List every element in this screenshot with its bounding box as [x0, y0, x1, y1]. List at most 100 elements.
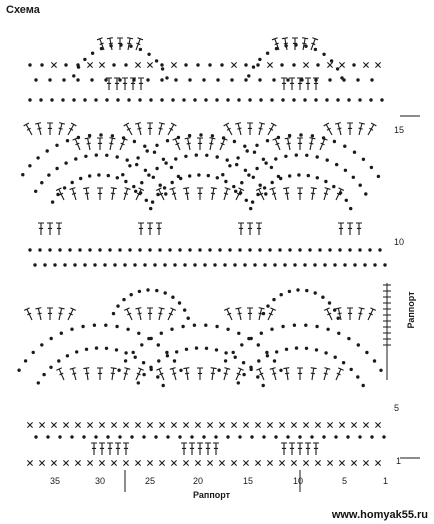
- double-crochet: [97, 368, 103, 380]
- chain-stitch: [62, 78, 65, 81]
- double-crochet: [224, 308, 232, 320]
- double-crochet: [109, 138, 115, 150]
- chain-stitch: [207, 174, 210, 177]
- double-crochet: [283, 188, 289, 200]
- single-crochet: [243, 460, 248, 465]
- chain-stitch: [153, 151, 156, 154]
- chain-stitch: [370, 435, 373, 438]
- chain-stitch: [304, 324, 307, 327]
- chain-stitch: [98, 248, 101, 251]
- double-crochet: [197, 138, 203, 150]
- chain-stitch: [288, 174, 291, 177]
- chain-stitch: [336, 67, 339, 70]
- chain-stitch: [332, 185, 335, 188]
- chain-stitch: [72, 98, 75, 101]
- double-crochet: [147, 123, 153, 135]
- chain-stitch: [137, 381, 140, 384]
- chain-stitch: [70, 435, 73, 438]
- chain-stitch: [275, 47, 278, 50]
- double-crochet: [97, 138, 103, 150]
- chain-stitch: [145, 199, 148, 202]
- row-label-15: 15: [394, 125, 404, 135]
- chain-stitch: [195, 346, 198, 349]
- chain-stitch: [324, 180, 327, 183]
- chain-stitch: [128, 164, 131, 167]
- chain-stitch: [213, 263, 216, 266]
- single-crochet: [219, 460, 224, 465]
- chain-stitch: [91, 52, 94, 55]
- chain-stitch: [104, 324, 107, 327]
- double-crochet: [283, 368, 289, 380]
- chain-stitch: [246, 149, 249, 152]
- double-crochet: [324, 123, 332, 135]
- chain-stitch: [316, 176, 319, 179]
- chain-stitch: [203, 263, 206, 266]
- chain-stitch: [378, 248, 381, 251]
- single-crochet: [351, 422, 356, 427]
- single-crochet: [219, 422, 224, 427]
- chain-stitch: [314, 98, 317, 101]
- chain-stitch: [163, 263, 166, 266]
- double-crochet: [297, 368, 303, 380]
- chain-stitch: [383, 263, 386, 266]
- single-crochet: [279, 460, 284, 465]
- chain-stitch: [185, 348, 188, 351]
- single-crochet: [39, 460, 44, 465]
- chain-stitch: [134, 356, 137, 359]
- chain-stitch: [99, 133, 102, 136]
- chain-stitch: [198, 248, 201, 251]
- double-crochet: [138, 78, 144, 90]
- chain-stitch: [171, 98, 174, 101]
- chain-stitch: [199, 133, 202, 136]
- double-crochet: [123, 443, 129, 455]
- chain-stitch: [90, 78, 93, 81]
- chain-stitch: [53, 263, 56, 266]
- chain-stitch: [272, 78, 275, 81]
- double-crochet: [170, 368, 176, 380]
- chain-stitch: [350, 368, 353, 371]
- chain-stitch: [315, 348, 318, 351]
- double-crochet: [56, 223, 62, 235]
- chain-stitch: [48, 78, 51, 81]
- chain-stitch: [273, 263, 276, 266]
- chain-stitch: [303, 98, 306, 101]
- chain-stitch: [84, 155, 87, 158]
- single-crochet: [51, 460, 56, 465]
- chain-stitch: [364, 192, 367, 195]
- single-crochet: [159, 460, 164, 465]
- chain-stitch: [233, 263, 236, 266]
- chain-stitch: [238, 435, 241, 438]
- chain-stitch: [118, 248, 121, 251]
- chain-stitch: [314, 291, 317, 294]
- chain-stitch: [270, 166, 273, 169]
- double-crochet: [136, 368, 144, 380]
- chain-stitch: [240, 343, 243, 346]
- chain-stitch: [262, 158, 265, 161]
- single-crochet: [111, 422, 116, 427]
- double-crochet: [91, 443, 97, 455]
- chain-stitch: [205, 154, 208, 157]
- double-crochet: [324, 188, 330, 200]
- chain-stitch: [256, 63, 259, 66]
- chain-stitch: [242, 361, 245, 364]
- chain-stitch: [274, 435, 277, 438]
- chain-stitch: [161, 67, 164, 70]
- chain-stitch: [196, 63, 199, 66]
- chain-stitch: [83, 58, 86, 61]
- double-crochet: [147, 223, 153, 235]
- double-crochet: [281, 443, 287, 455]
- chain-stitch: [140, 343, 143, 346]
- chain-stitch: [105, 154, 108, 157]
- chain-stitch: [280, 63, 283, 66]
- chain-stitch: [122, 298, 125, 301]
- chain-stitch: [295, 153, 298, 156]
- chain-stitch: [307, 174, 310, 177]
- chain-stitch: [63, 186, 66, 189]
- chain-stitch: [21, 173, 24, 176]
- chain-stitch: [234, 190, 237, 193]
- chain-stitch: [348, 248, 351, 251]
- chain-stitch: [165, 351, 168, 354]
- chain-stitch: [268, 248, 271, 251]
- chain-stitch: [233, 140, 236, 143]
- chain-stitch: [243, 263, 246, 266]
